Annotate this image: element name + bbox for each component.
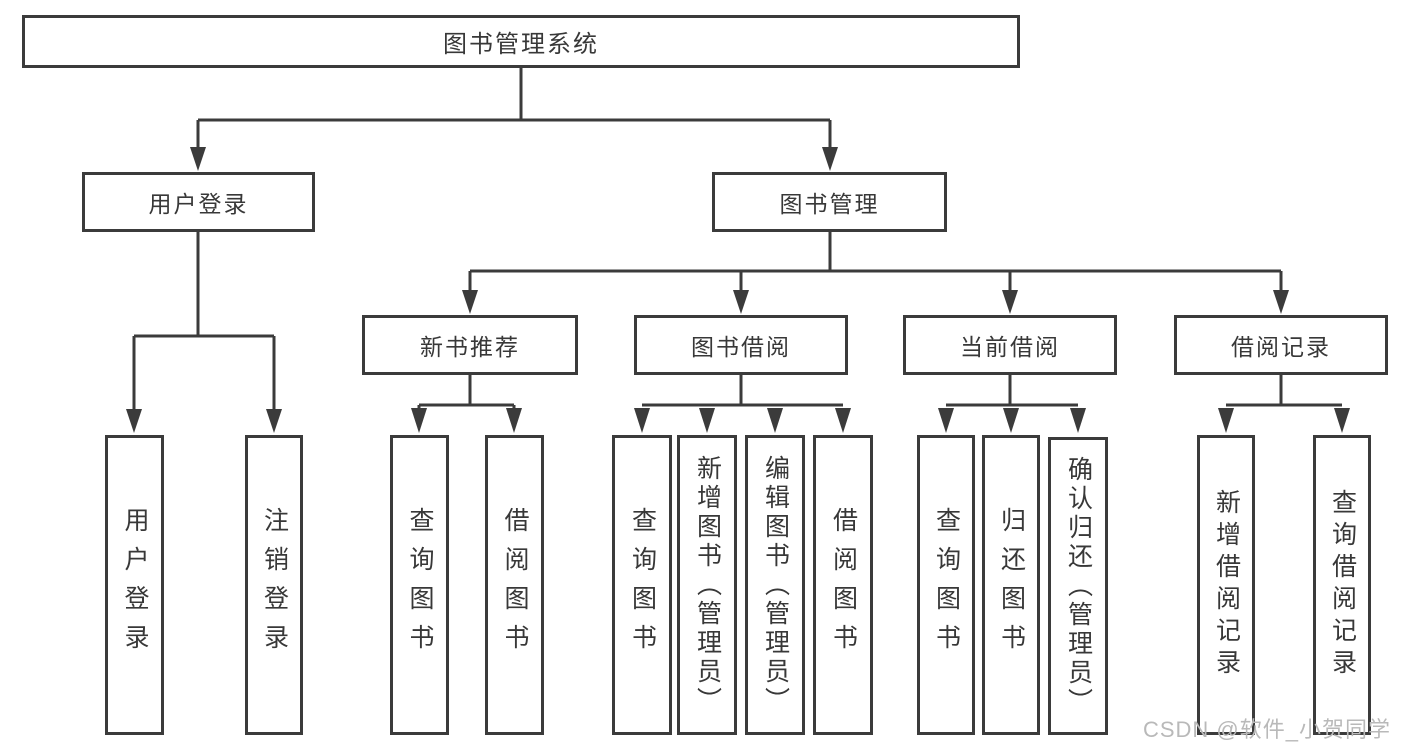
node-leaf-add-books-admin: 新增图书（管理员） <box>677 435 737 735</box>
node-new-book-recommendation: 新书推荐 <box>362 315 578 375</box>
node-leaf-borrow-books-recommend: 借阅图书 <box>485 435 544 735</box>
node-leaf-query-books-recommend: 查询图书 <box>390 435 449 735</box>
node-library-management-system: 图书管理系统 <box>22 15 1020 68</box>
node-leaf-logout: 注销登录 <box>245 435 303 735</box>
node-leaf-confirm-return-admin: 确认归还（管理员） <box>1048 437 1108 735</box>
node-leaf-query-books-current: 查询图书 <box>917 435 975 735</box>
node-borrowing-records: 借阅记录 <box>1174 315 1388 375</box>
node-user-login-branch: 用户登录 <box>82 172 315 232</box>
node-leaf-query-books-borrow: 查询图书 <box>612 435 672 735</box>
node-current-borrowing: 当前借阅 <box>903 315 1117 375</box>
node-leaf-user-login: 用户登录 <box>105 435 164 735</box>
node-book-management-branch: 图书管理 <box>712 172 947 232</box>
node-leaf-add-borrow-record: 新增借阅记录 <box>1197 435 1255 735</box>
node-leaf-return-books: 归还图书 <box>982 435 1040 735</box>
node-leaf-edit-books-admin: 编辑图书（管理员） <box>745 435 805 735</box>
node-book-borrowing: 图书借阅 <box>634 315 848 375</box>
node-leaf-query-borrow-record: 查询借阅记录 <box>1313 435 1371 735</box>
node-leaf-borrow-books: 借阅图书 <box>813 435 873 735</box>
csdn-watermark: CSDN @软件_小贺同学 <box>1142 717 1391 742</box>
